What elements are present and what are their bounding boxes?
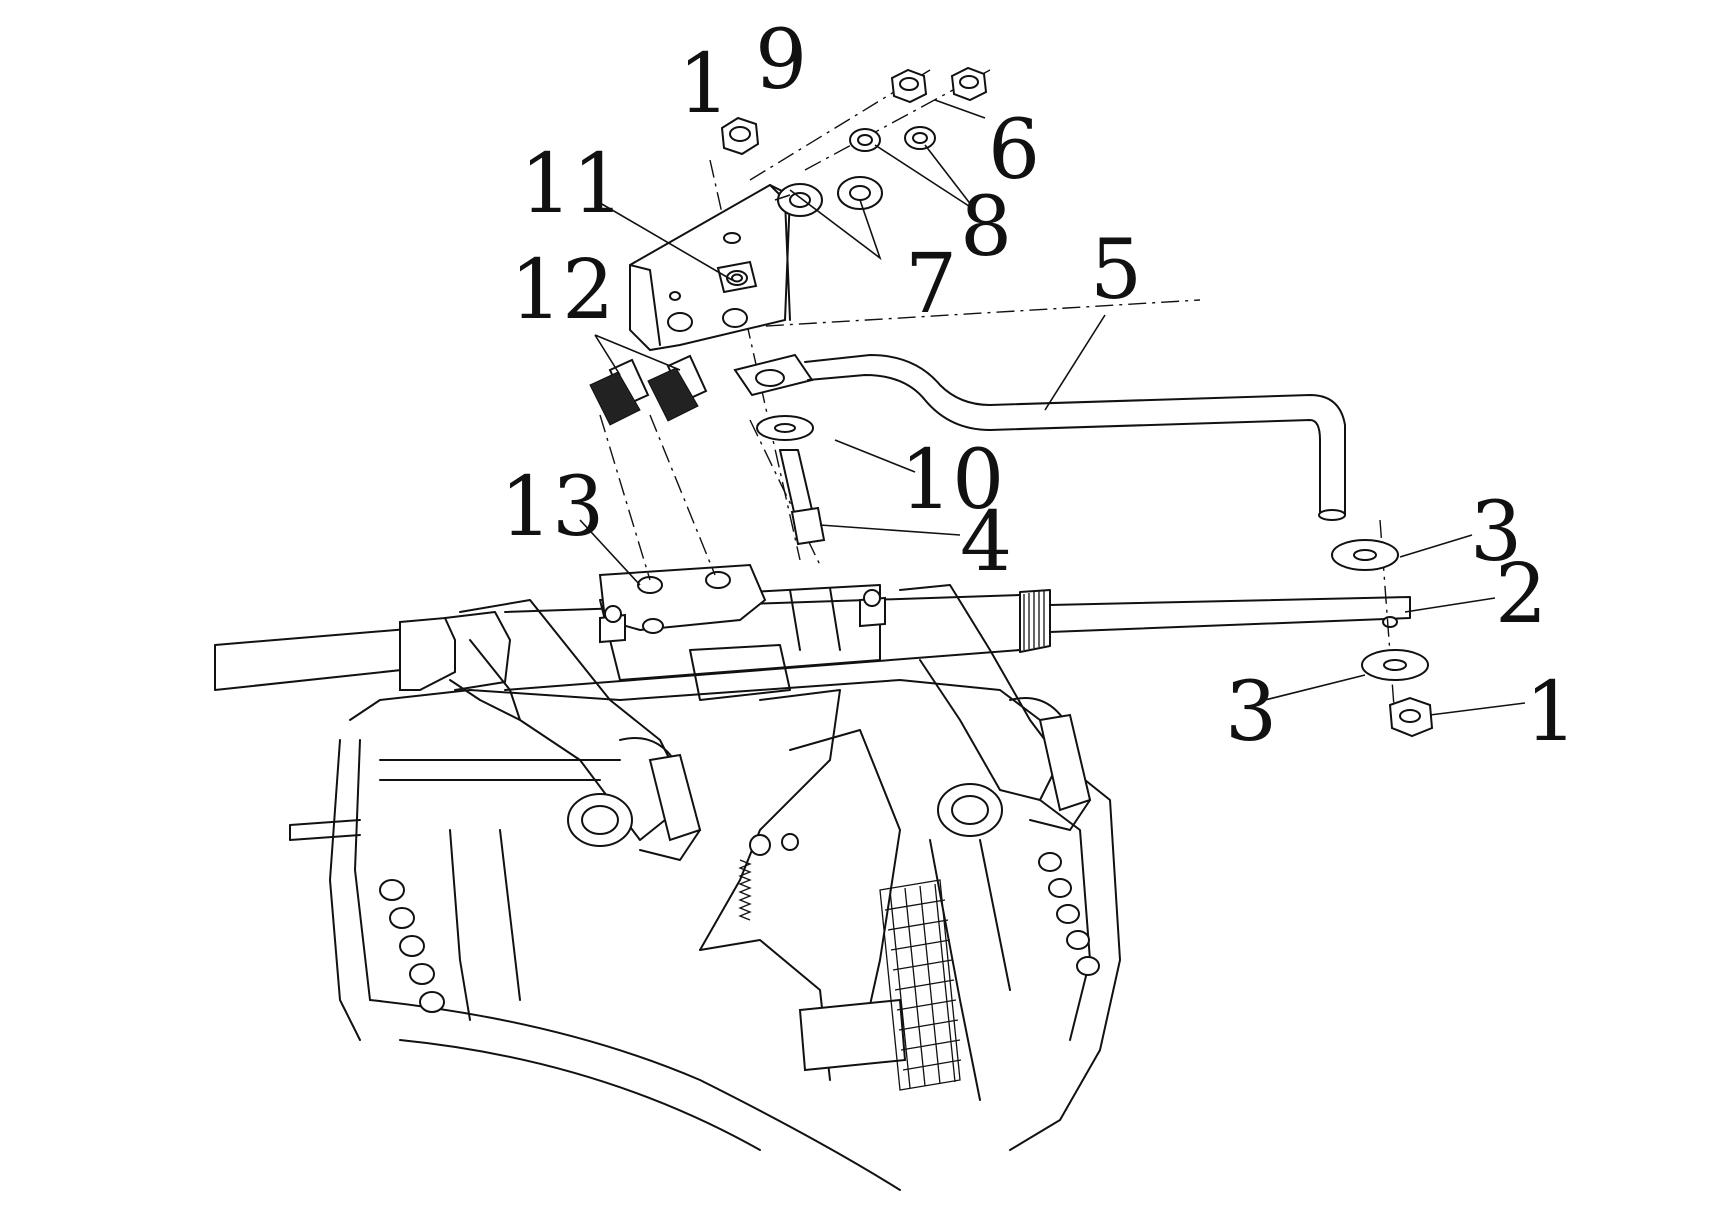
- callout-7: 7: [905, 237, 957, 332]
- studs: [589, 354, 708, 426]
- link-rod: [733, 353, 1346, 521]
- pin-and-washer: [756, 415, 826, 546]
- callout-1-top: 1: [678, 37, 730, 132]
- right-hardware: [1331, 539, 1434, 738]
- callout-4: 4: [960, 495, 1012, 590]
- callout-labels: 1 9 6 11 8 7 5 12 10 13 4 3 2 3 1: [500, 13, 1577, 760]
- callout-2: 2: [1495, 547, 1547, 642]
- callout-3-upper: 3: [1470, 485, 1522, 580]
- callout-3-lower: 3: [1225, 665, 1277, 760]
- callout-1-right: 1: [1525, 665, 1577, 760]
- callout-6: 6: [988, 103, 1040, 198]
- top-hardware: [720, 66, 988, 217]
- callout-13: 13: [500, 460, 604, 555]
- callout-11: 11: [520, 137, 624, 232]
- leader-lines: [579, 99, 1526, 716]
- callout-10: 10: [900, 433, 1004, 528]
- callout-8: 8: [960, 180, 1012, 275]
- callout-9: 9: [755, 13, 807, 108]
- callout-5: 5: [1090, 223, 1142, 318]
- pedal-assembly-frame: [214, 563, 1411, 1191]
- callout-12: 12: [510, 243, 614, 338]
